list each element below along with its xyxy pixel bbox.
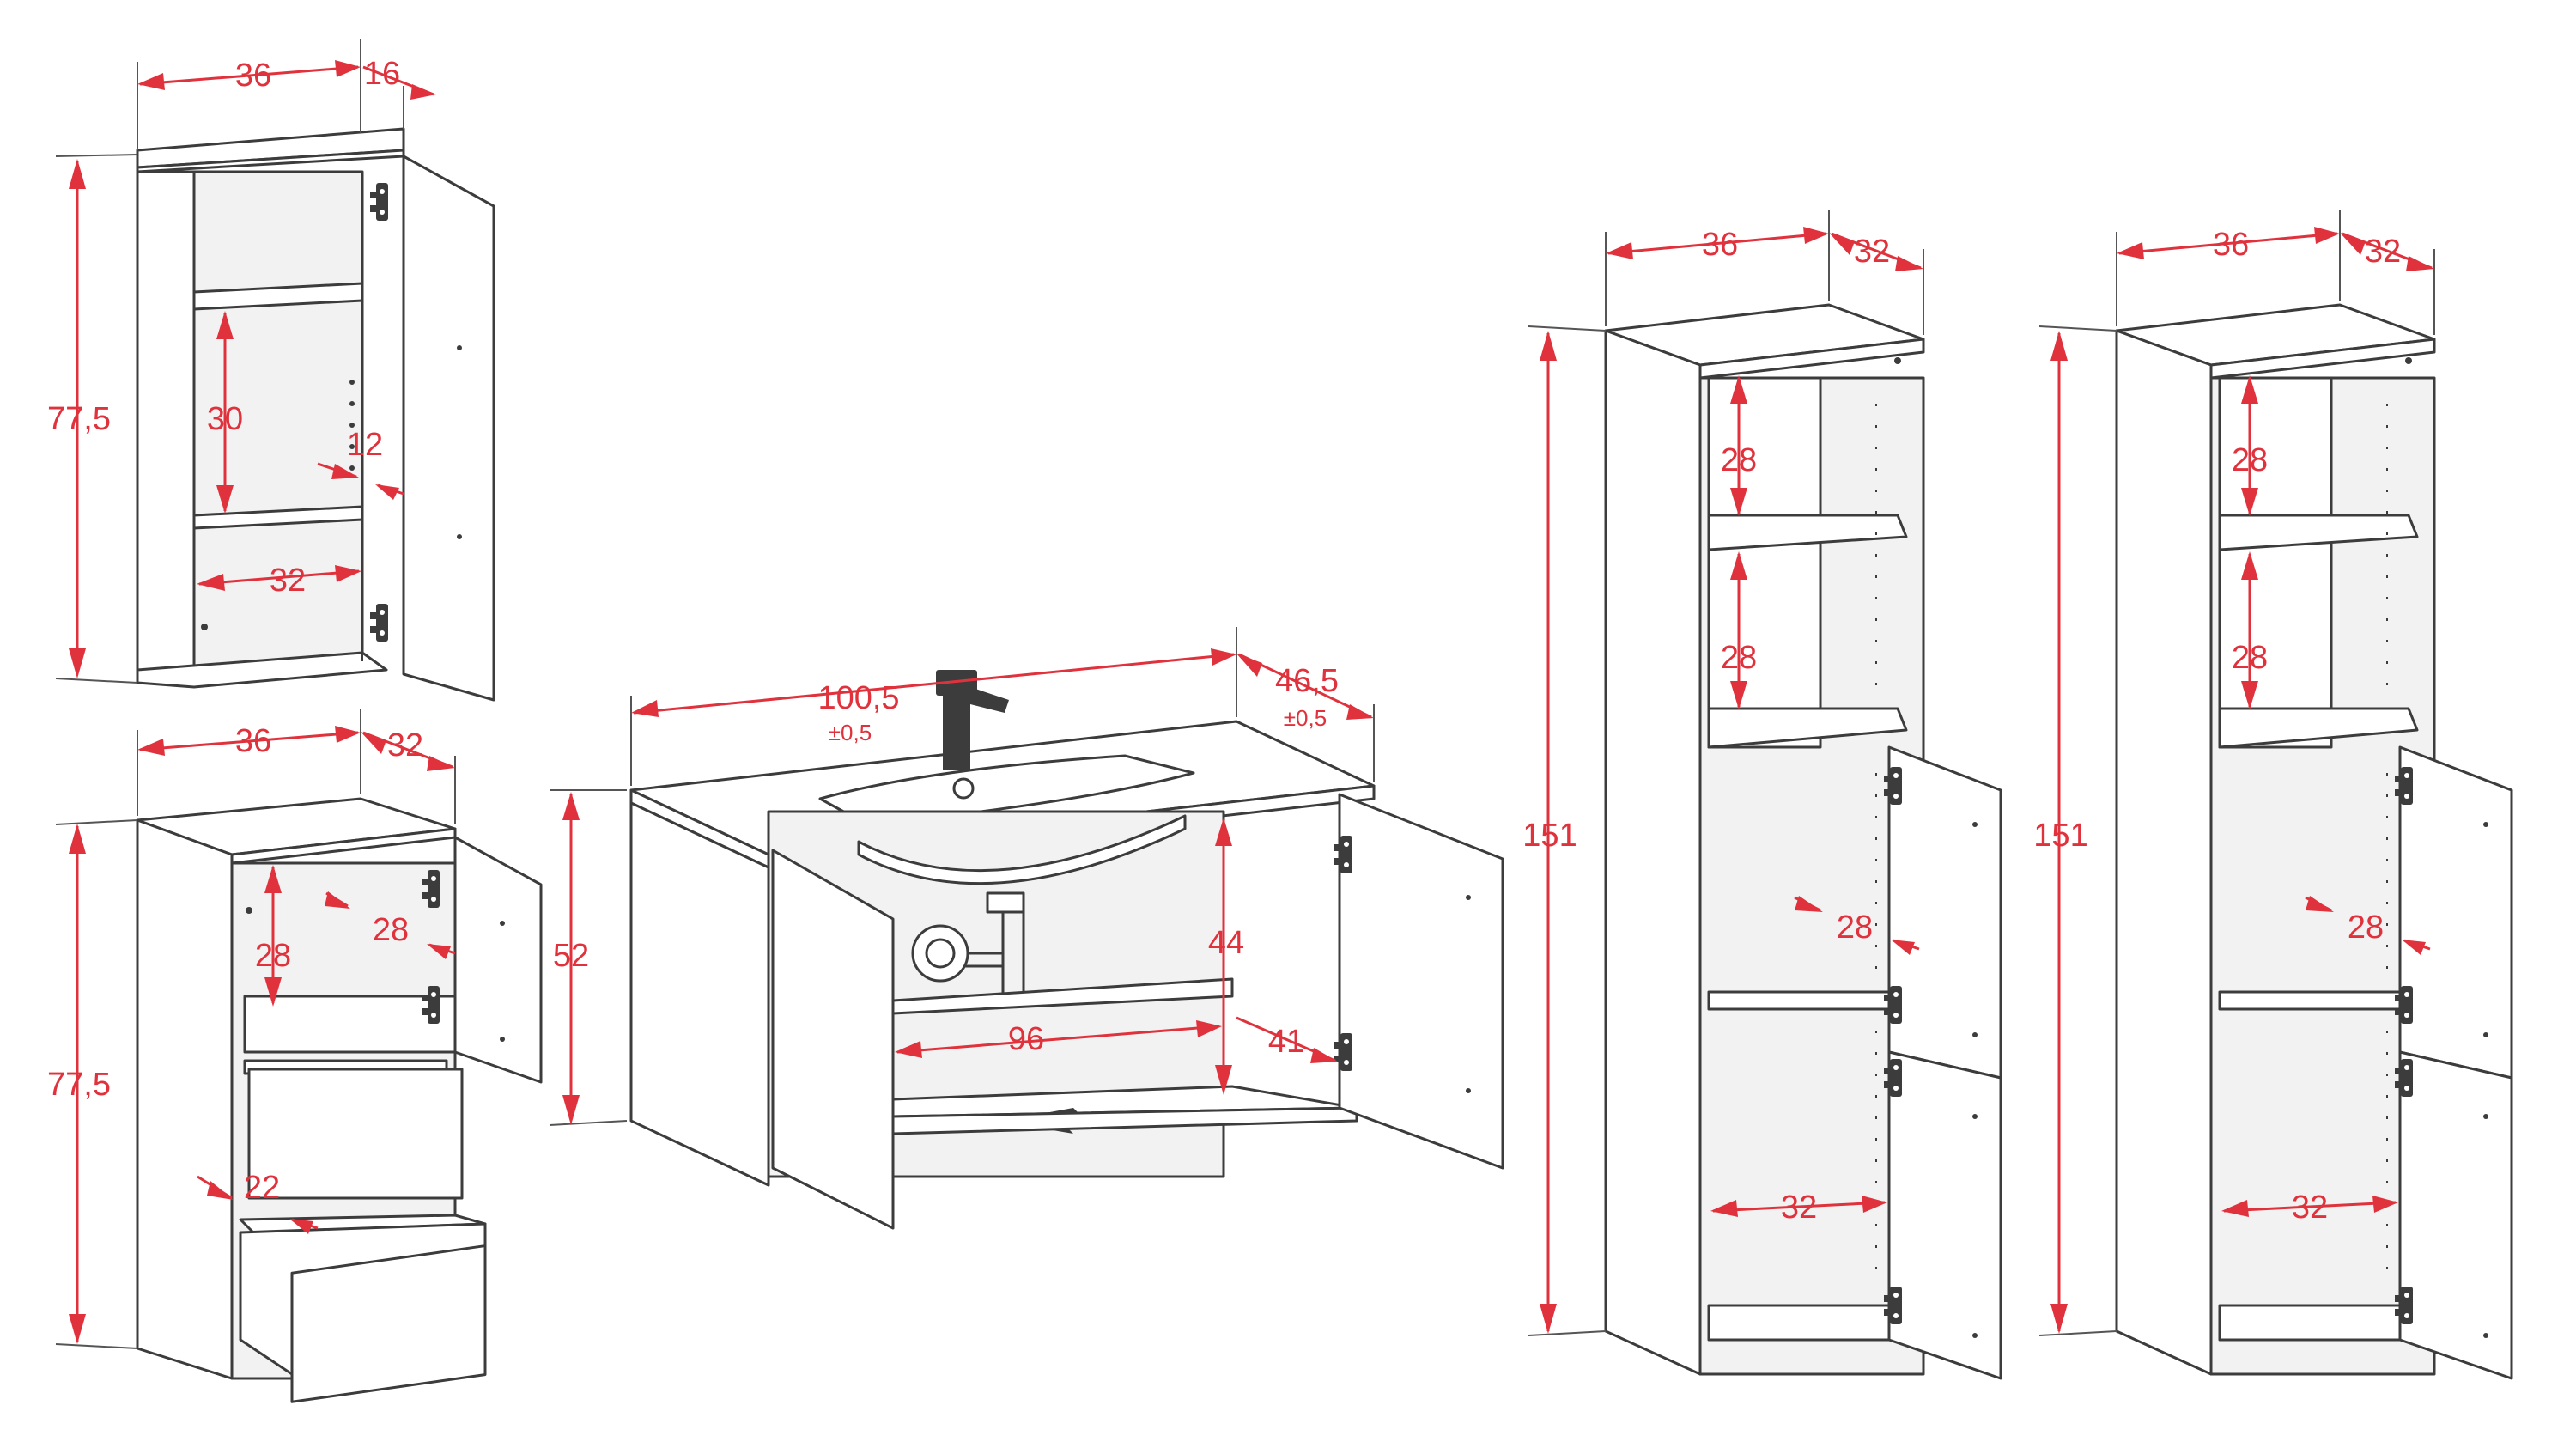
vanity-inner-width-label: 96: [1008, 1021, 1044, 1057]
drawer-cabinet-side: [136, 818, 234, 1380]
vanity-cabinet: [629, 670, 1504, 1230]
tall-cabinet-2-inner-width-label: 32: [2292, 1189, 2328, 1226]
tall-cabinet-2-shelf-1: [2218, 514, 2419, 551]
wall-cabinet-shelf-gap-label: 30: [207, 401, 243, 437]
drawer-bottom: [290, 1244, 487, 1403]
drawer-cabinet-drawer-depth-label: 22: [244, 1170, 280, 1206]
tall-cabinet-1-door-lower: [1887, 1050, 2002, 1380]
vanity-door-left: [771, 849, 895, 1230]
wall-cabinet-depth-label: 16: [364, 56, 400, 92]
vanity-depth-label: 46,5: [1275, 663, 1339, 699]
wall-cabinet-inner-width-label: 32: [270, 563, 306, 599]
tall-cabinet-1-shelf-1: [1707, 514, 1908, 551]
faucet-icon: [936, 670, 977, 696]
wall-cabinet: [136, 127, 495, 702]
tall-cabinet-2-depth-label: 32: [2365, 234, 2401, 270]
drawer-cabinet: [136, 797, 543, 1403]
drawer-cabinet-door: [453, 836, 543, 1084]
tall-cabinet-2-side: [2115, 329, 2213, 1376]
faucet-body: [943, 694, 970, 770]
drawer-cabinet-width-label: 36: [235, 723, 271, 759]
tall-cabinet-2-shelf-gap-2-label: 28: [2232, 640, 2268, 676]
wall-cabinet-side: [136, 170, 196, 684]
hinge-icon: [370, 604, 388, 642]
hinge-icon: [1334, 836, 1352, 873]
tall-cabinet-1: [1604, 303, 2002, 1380]
tall-cabinet-1-door-upper: [1887, 745, 2002, 1080]
tall-cabinet-1-side: [1604, 329, 1702, 1376]
vanity-depth-tolerance: ±0,5: [1284, 705, 1327, 731]
vanity-inner-depth-label: 41: [1268, 1024, 1304, 1060]
tall-cabinet-2-dimensions: 36 32 151 28 28 28 32: [2033, 210, 2435, 1336]
tall-cabinet-2-door-gap-label: 28: [2348, 910, 2384, 946]
tall-cabinet-1-height-label: 151: [1522, 818, 1577, 854]
tall-cabinet-1-width-label: 36: [1702, 227, 1738, 263]
wall-cabinet-side-gap-label: 12: [347, 427, 383, 463]
drawer-cabinet-depth-label: 32: [387, 727, 423, 764]
wall-cabinet-dimensions: 36 16 77,5 30 12 32: [47, 39, 436, 684]
drawer-cabinet-height-label: 77,5: [47, 1067, 111, 1103]
drawer-top: [247, 1068, 464, 1200]
tall-cabinet-2: [2115, 303, 2513, 1380]
tall-cabinet-1-door-gap-label: 28: [1837, 910, 1873, 946]
vanity-door-right: [1338, 793, 1504, 1170]
hinge-icon: [1334, 1033, 1352, 1071]
tall-cabinet-1-dimensions: 36 32 151 28 28 28 32: [1522, 210, 1924, 1336]
tall-cabinet-1-shelf-gap-1-label: 28: [1721, 442, 1757, 478]
vanity-basin-height-label: 44: [1208, 925, 1244, 961]
tall-cabinet-2-width-label: 36: [2213, 227, 2249, 263]
vanity-width-label: 100,5: [817, 680, 899, 716]
tall-cabinet-2-shelf-2: [2218, 707, 2419, 749]
tall-cabinet-2-door-lower: [2398, 1050, 2513, 1380]
vanity-width-tolerance: ±0,5: [829, 720, 872, 745]
vanity-dimensions: 100,5 ±0,5 46,5 ±0,5 52 44 96 41: [549, 627, 1375, 1126]
drain-icon: [986, 891, 1025, 914]
hinge-icon: [370, 183, 388, 221]
drawer-cabinet-door-gap-label: 28: [373, 912, 409, 948]
tall-cabinet-1-depth-label: 32: [1854, 234, 1890, 270]
vanity-side: [629, 801, 770, 1187]
tall-cabinet-1-shelf-gap-2-label: 28: [1721, 640, 1757, 676]
tall-cabinet-2-door-upper: [2398, 745, 2513, 1080]
wall-cabinet-height-label: 77,5: [47, 401, 111, 437]
wall-cabinet-door: [402, 155, 495, 702]
tall-cabinet-2-shelf-gap-1-label: 28: [2232, 442, 2268, 478]
drawer-cabinet-dimensions: 36 32 77,5 28 28 22: [47, 709, 456, 1349]
tall-cabinet-1-shelf-2: [1707, 707, 1908, 749]
tall-cabinet-2-height-label: 151: [2033, 818, 2087, 854]
drawer-cabinet-compartment-label: 28: [255, 938, 291, 974]
vanity-height-label: 52: [553, 938, 589, 974]
wall-cabinet-width-label: 36: [235, 58, 271, 94]
tall-cabinet-1-inner-width-label: 32: [1781, 1189, 1817, 1226]
